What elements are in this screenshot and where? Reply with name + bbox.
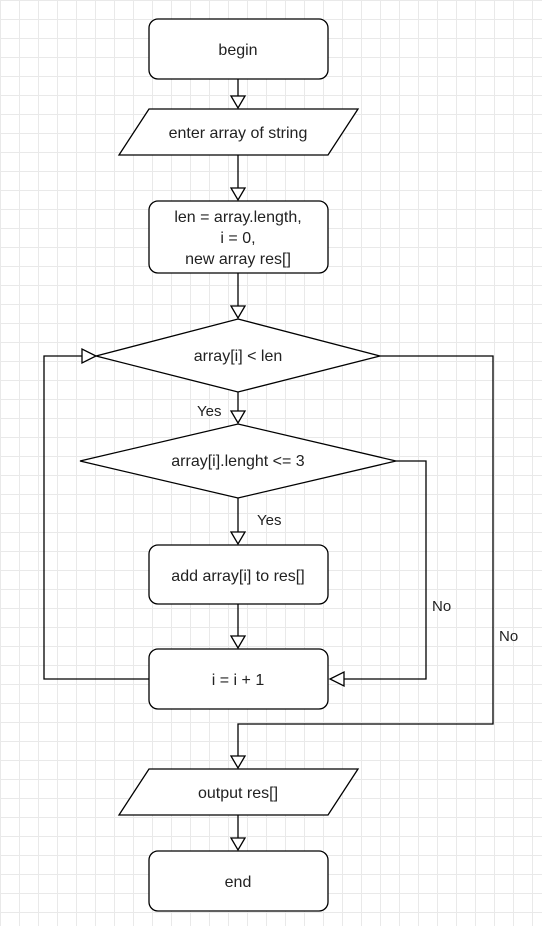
arrowhead xyxy=(229,410,247,425)
arrowhead xyxy=(229,187,247,202)
node-increment[interactable]: i = i + 1 xyxy=(148,648,329,710)
arrowhead xyxy=(229,635,247,650)
arrowhead xyxy=(229,837,247,852)
node-label-line-3: new array res[] xyxy=(185,251,291,268)
edge-loop-check-no[interactable] xyxy=(237,355,494,758)
edge-label-loop-yes: Yes xyxy=(197,403,221,420)
edge-length-check-no[interactable] xyxy=(344,460,427,680)
node-end[interactable]: end xyxy=(148,850,329,912)
process-shape xyxy=(148,544,329,605)
edge-increment-loop-back[interactable] xyxy=(43,355,150,680)
node-label: enter array of string xyxy=(169,125,308,142)
arrowhead xyxy=(229,755,247,770)
terminator-shape xyxy=(148,18,329,80)
node-length-check[interactable]: array[i].lenght <= 3 xyxy=(79,423,397,499)
edge-label-length-no: No xyxy=(432,598,451,615)
node-output[interactable]: output res[] xyxy=(117,768,360,816)
edges xyxy=(43,79,494,852)
decision-shape xyxy=(95,318,381,393)
edge-labels: Yes Yes No No xyxy=(197,403,518,645)
node-label-line-2: i = 0, xyxy=(220,230,255,247)
node-add[interactable]: add array[i] to res[] xyxy=(148,544,329,605)
process-shape xyxy=(148,200,329,274)
node-label: begin xyxy=(218,42,257,59)
terminator-shape xyxy=(148,850,329,912)
node-label-line-1: len = array.length, xyxy=(174,209,301,226)
node-label: array[i] < len xyxy=(194,348,282,365)
node-label: i = i + 1 xyxy=(212,672,265,689)
node-loop-check[interactable]: array[i] < len xyxy=(95,318,381,393)
io-shape xyxy=(117,768,360,816)
node-label: end xyxy=(225,874,252,891)
arrowhead xyxy=(328,670,345,688)
arrowhead xyxy=(229,531,247,546)
arrowhead xyxy=(229,95,247,110)
node-input[interactable]: enter array of string xyxy=(117,108,360,156)
node-init[interactable]: len = array.length, i = 0, new array res… xyxy=(148,200,329,274)
process-shape xyxy=(148,648,329,710)
node-label: array[i].lenght <= 3 xyxy=(171,453,305,470)
edge-label-loop-no: No xyxy=(499,628,518,645)
arrowhead xyxy=(229,305,247,320)
node-label: add array[i] to res[] xyxy=(171,568,304,585)
decision-shape xyxy=(79,423,397,499)
arrowhead xyxy=(81,347,98,365)
edge-label-length-yes: Yes xyxy=(257,512,281,529)
node-begin[interactable]: begin xyxy=(148,18,329,80)
io-shape xyxy=(117,108,360,156)
node-label: output res[] xyxy=(198,785,278,802)
